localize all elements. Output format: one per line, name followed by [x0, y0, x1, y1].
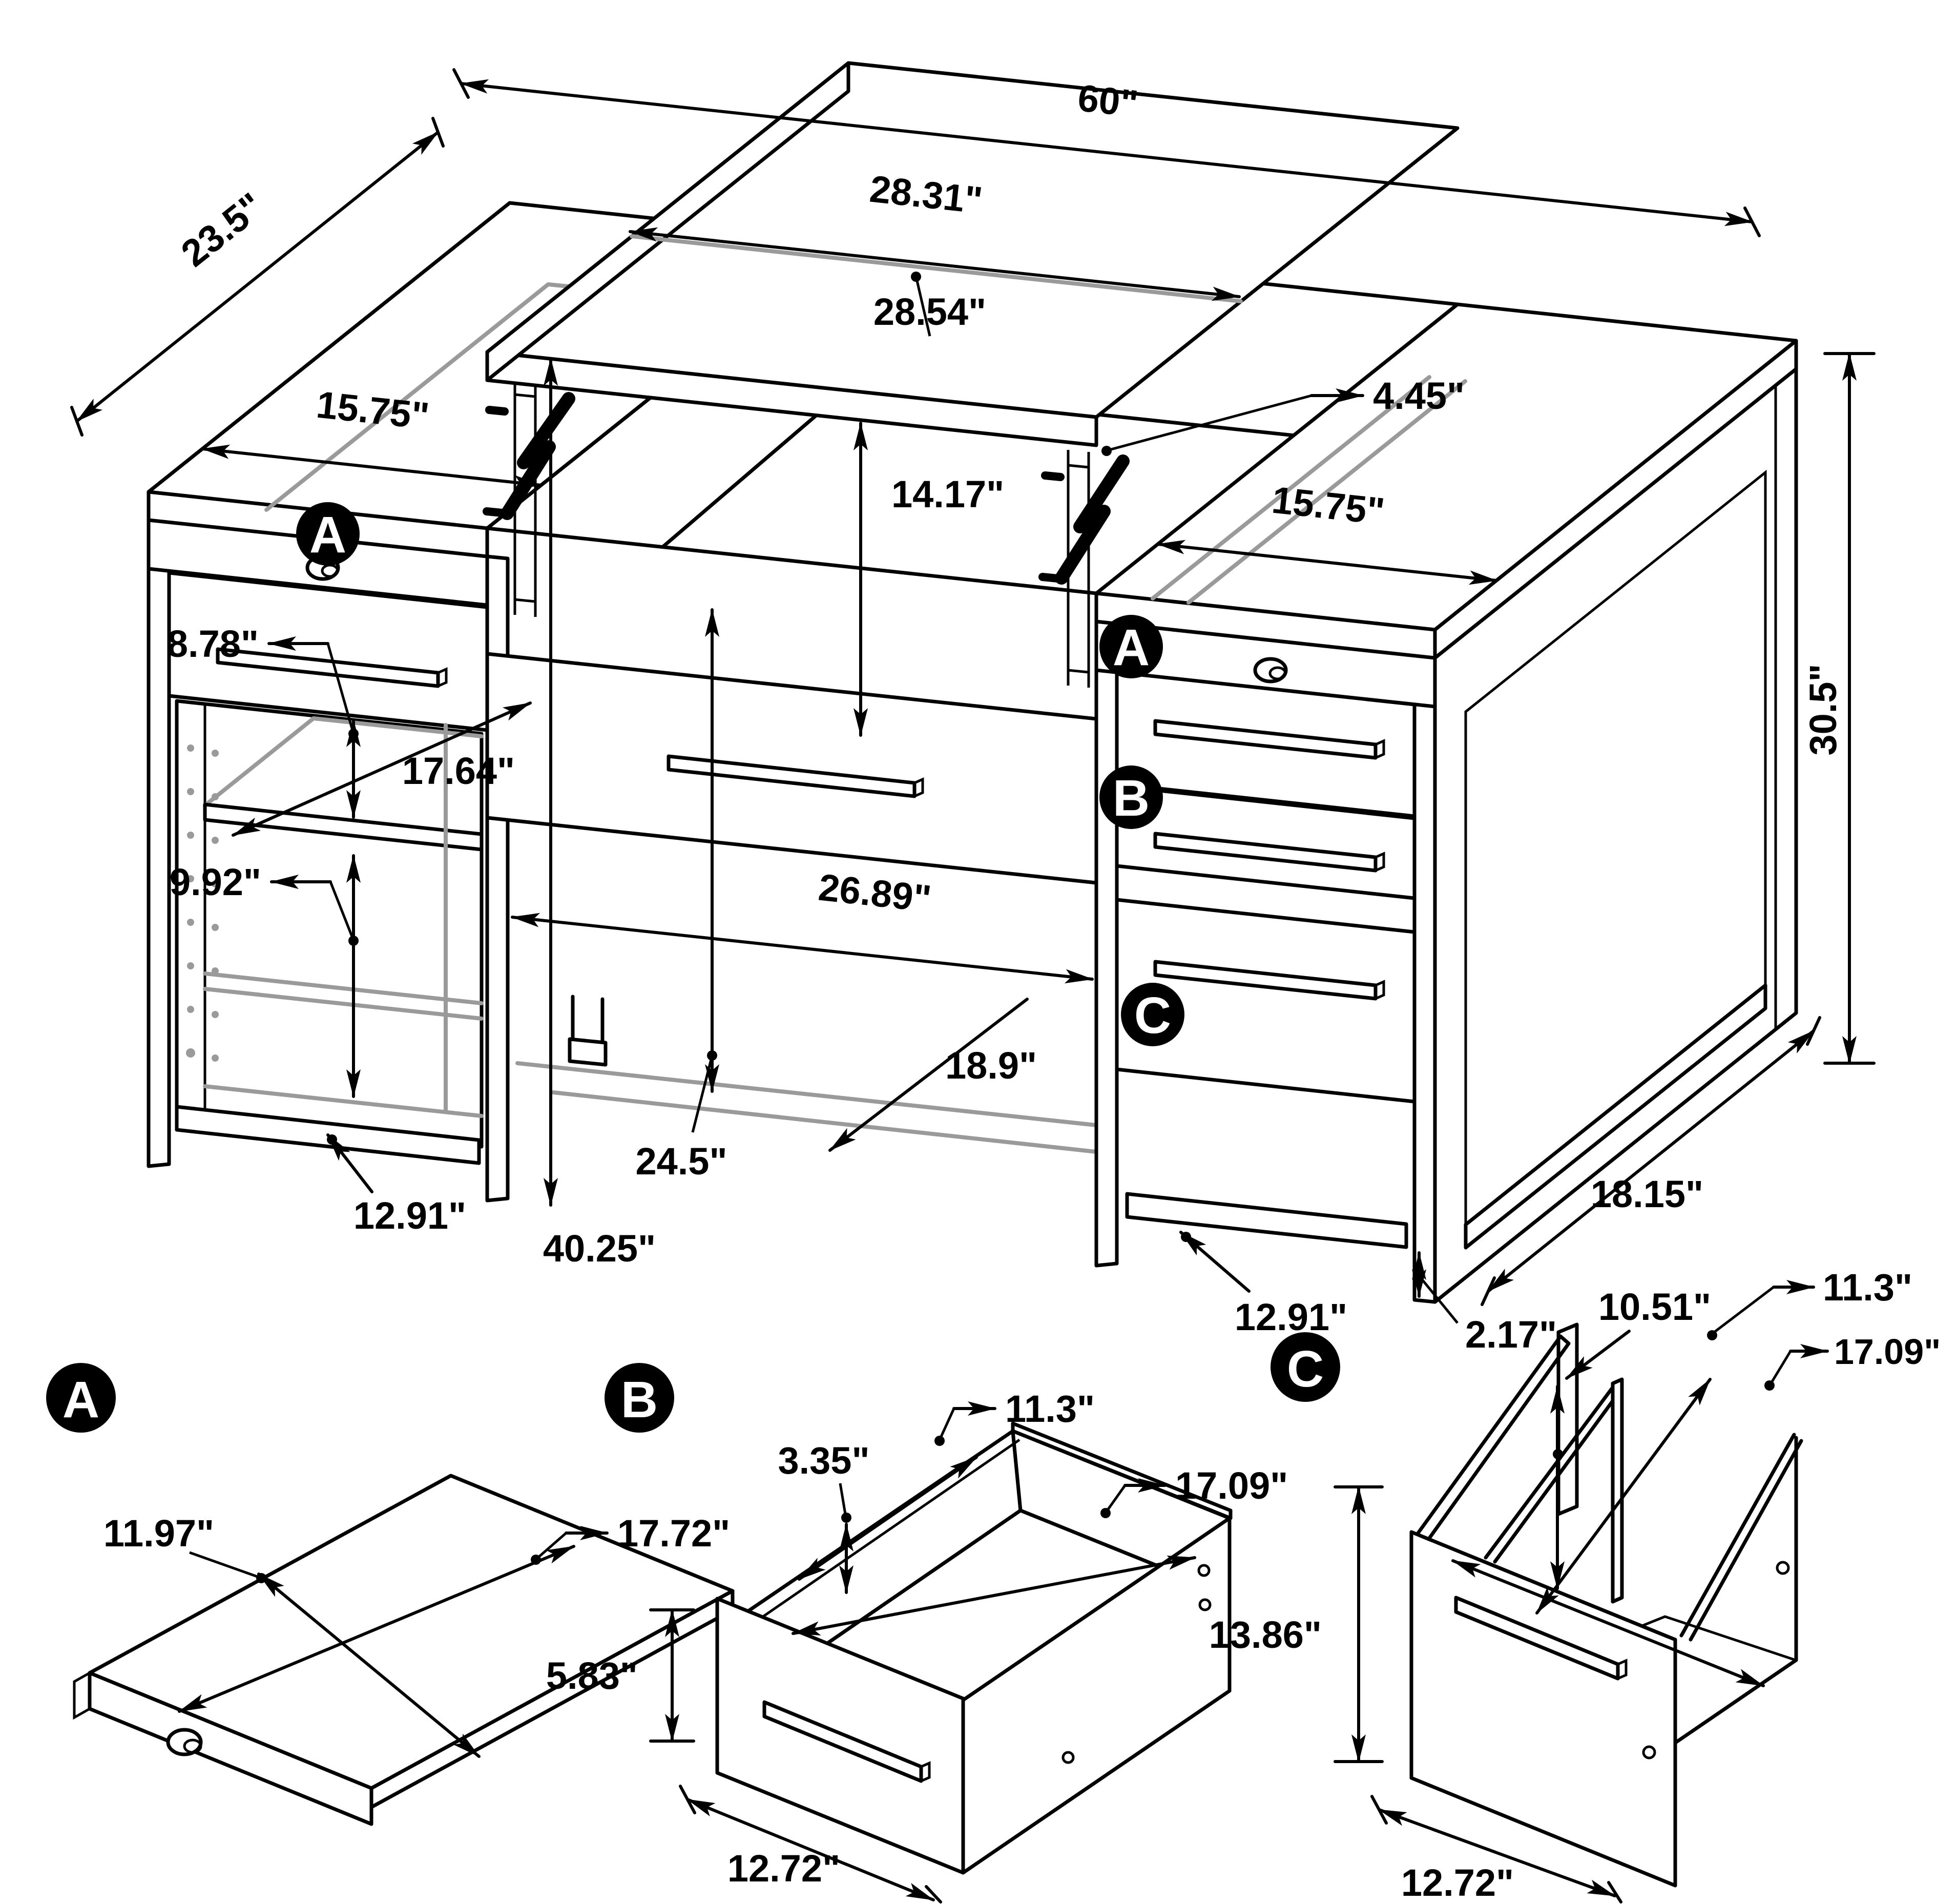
badge-detail-b: B — [605, 1363, 674, 1433]
drawer-handle — [762, 1700, 931, 1783]
open-drawer-box — [715, 1421, 1233, 1875]
dim-label-tray-depth: 11.97" — [103, 1512, 214, 1555]
dim-front-width: 12.72" — [1370, 1795, 1622, 1904]
dim-label-knee-height: 24.5" — [635, 1140, 727, 1183]
dim-label-right-rail: 12.91" — [1235, 1296, 1347, 1338]
badge-a-left: A — [296, 502, 360, 566]
dim-label-knee-width: 26.89" — [817, 866, 933, 920]
dim-lift-gap: 4.45" — [1101, 375, 1465, 456]
dim-label-lower-shelf: 9.92" — [170, 861, 261, 903]
dim-inner-width: 17.09" — [1451, 1332, 1941, 1687]
file-drawer-box — [1409, 1322, 1803, 1888]
badge-letter: B — [621, 1371, 658, 1429]
detail-a: A 17.72" 11.97" — [46, 1363, 735, 1826]
dim-label-front-height: 13.86" — [1209, 1613, 1322, 1656]
badge-letter: A — [1113, 619, 1150, 676]
badge-letter: A — [63, 1371, 99, 1429]
knee-space — [515, 995, 1098, 1154]
dim-knee-depth: 18.9" — [828, 998, 1037, 1152]
dim-tray-depth: 11.97" — [103, 1512, 481, 1758]
dim-label-upper-shelf: 8.78" — [167, 623, 259, 665]
dim-label-lift-gap: 4.45" — [1373, 375, 1465, 417]
dim-label-front-width: 12.72" — [727, 1847, 840, 1890]
main-view: 23.5" 60" 28.31" 28.54" 15.75" — [70, 61, 1876, 1356]
tray-knob-icon — [1253, 657, 1288, 684]
badge-a-right: A — [1099, 615, 1163, 678]
drawer-handle — [667, 754, 924, 798]
dim-lift-rise: 14.17" — [853, 422, 1004, 737]
badge-b: B — [1099, 765, 1163, 829]
badge-letter: C — [1287, 1340, 1324, 1398]
dim-label-tray-width: 17.72" — [617, 1512, 730, 1555]
drawer-handle — [1153, 832, 1385, 873]
dim-label-front-width: 12.72" — [1401, 1861, 1514, 1904]
dim-label-front-height: 5.83" — [546, 1654, 638, 1697]
dim-foot-clearance: 2.17" — [1412, 1251, 1557, 1356]
desk-structure — [147, 61, 1798, 1304]
dim-front-height: 5.83" — [546, 1608, 695, 1743]
drawer-handle — [1153, 719, 1385, 760]
part-badges: A A B C — [296, 502, 1184, 1046]
drawer-handle — [1153, 960, 1385, 1001]
dim-lift-opening-width: 28.54" — [873, 272, 986, 337]
badge-detail-c: C — [1271, 1332, 1340, 1402]
dim-label-raised-top-height: 40.25" — [543, 1227, 656, 1270]
dim-label-desk-height: 30.5" — [1802, 664, 1844, 755]
dim-upper-shelf-space: 8.78" — [167, 623, 361, 819]
shelf-pin-holes — [186, 744, 219, 1062]
right-pedestal — [1094, 619, 1437, 1304]
dim-label-rail-depth: 10.51" — [1598, 1286, 1711, 1328]
dim-label-depth: 23.5" — [173, 184, 272, 275]
detail-c: C 13.86" 12.72" — [1209, 1266, 1941, 1904]
dim-label-side-rail: 18.15" — [1591, 1173, 1703, 1215]
dim-lower-shelf-space: 9.92" — [170, 854, 361, 1098]
dim-raised-top-height: 40.25" — [543, 357, 656, 1270]
dim-knee-height: 24.5" — [635, 608, 727, 1183]
badge-letter: C — [1134, 987, 1171, 1044]
dim-label-inner-depth: 11.3" — [1823, 1266, 1912, 1309]
drawer-handle — [216, 647, 448, 688]
dim-overall-width: 60" — [452, 68, 1761, 237]
badge-letter: B — [1113, 770, 1150, 827]
dim-label-inner-depth: 11.3" — [1005, 1388, 1095, 1430]
dim-label-inner-width: 17.09" — [1175, 1464, 1288, 1507]
dim-front-width: 12.72" — [679, 1785, 942, 1903]
dim-label-knee-depth: 18.9" — [945, 1044, 1037, 1087]
dim-front-height: 13.86" — [1209, 1485, 1384, 1763]
badge-letter: A — [309, 506, 346, 564]
dim-side-rail-depth: 18.15" — [1481, 1016, 1821, 1306]
badge-detail-a: A — [46, 1363, 116, 1433]
dim-label-lift-rise: 14.17" — [891, 473, 1004, 515]
dim-left-rail: 12.91" — [326, 1133, 466, 1237]
dim-label-shelf-diagonal: 17.64" — [402, 750, 515, 792]
dim-label-width: 60" — [1076, 76, 1140, 125]
tray-knob-icon — [166, 1728, 203, 1756]
lift-mechanism-right — [1038, 450, 1130, 688]
dim-inner-width: 17.09" — [792, 1464, 1288, 1636]
dim-label-inner-width: 17.09" — [1834, 1332, 1941, 1372]
dim-label-lift-opening: 28.54" — [873, 291, 986, 333]
dim-right-rail: 12.91" — [1179, 1231, 1347, 1338]
dim-label-left-rail: 12.91" — [353, 1194, 466, 1237]
dim-knee-width: 26.89" — [511, 866, 1094, 984]
badge-c: C — [1121, 983, 1184, 1046]
dim-shelf-diagonal: 17.64" — [232, 701, 532, 837]
dim-label-inner-height: 3.35" — [778, 1439, 869, 1482]
detail-b: B 5.83" 3.35" — [546, 1363, 1288, 1903]
dim-desk-height: 30.5" — [1802, 352, 1876, 1065]
dim-label-foot-clearance: 2.17" — [1465, 1313, 1557, 1356]
